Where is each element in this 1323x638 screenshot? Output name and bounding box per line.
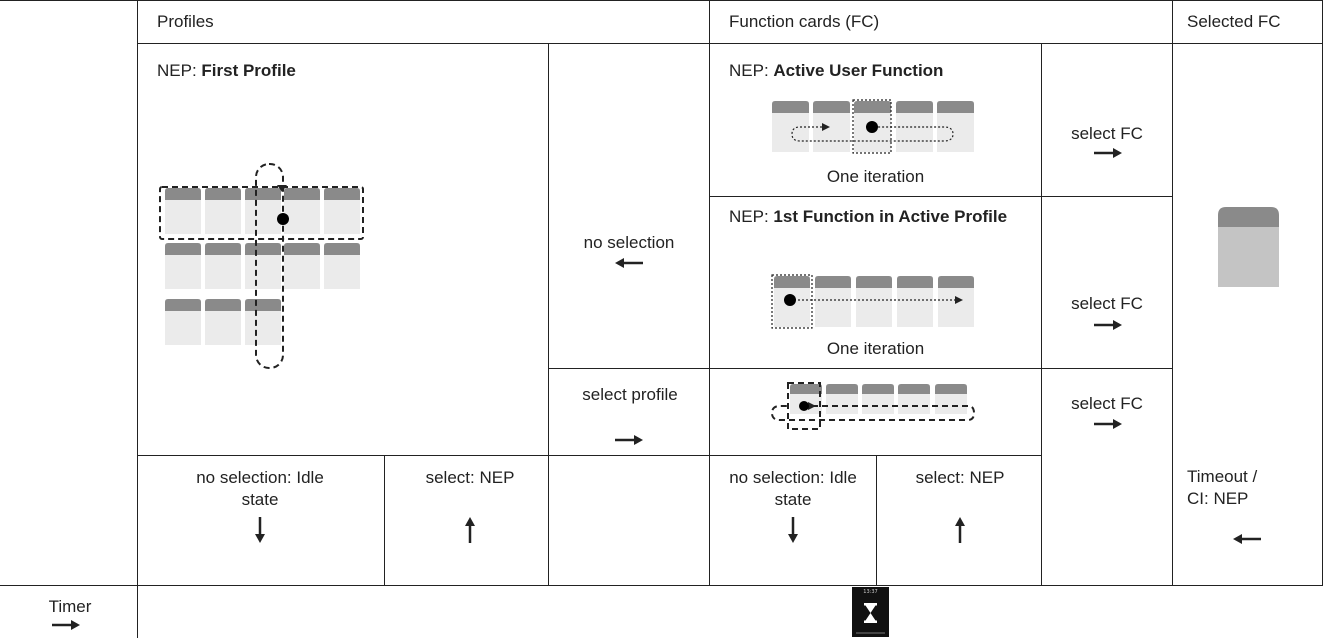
profile-grid [165, 188, 360, 345]
function-card [205, 188, 241, 234]
hourglass-icon [864, 603, 877, 623]
arrow-right-icon [615, 435, 643, 445]
first-profile-title: NEP: First Profile [157, 61, 296, 80]
function-card [813, 101, 850, 152]
profiles-nep-label: select: NEP [425, 468, 515, 487]
header-profiles: Profiles [157, 12, 214, 31]
function-card [245, 243, 281, 289]
active-user-function-caption: One iteration [826, 167, 925, 186]
arrow-right-icon [1094, 148, 1122, 158]
function-card [205, 243, 241, 289]
function-card [938, 276, 974, 327]
timer-label: Timer [48, 597, 92, 616]
function-card [826, 384, 858, 414]
function-card [165, 299, 201, 345]
column-loop [255, 163, 284, 369]
cursor-dot [784, 294, 796, 306]
select-fc-label-1: select FC [1071, 124, 1143, 143]
function-card [245, 299, 281, 345]
function-card [862, 384, 894, 414]
function-card [245, 188, 281, 234]
function-card [205, 299, 241, 345]
row-loop [159, 186, 364, 240]
fc-nep-label: select: NEP [915, 468, 1005, 487]
function-card [284, 188, 320, 234]
arrow-down-icon [255, 517, 265, 543]
function-card [165, 243, 201, 289]
timer-display: 13:37 [863, 589, 878, 595]
function-card [284, 243, 320, 289]
cursor-dot [277, 213, 289, 225]
arrow-up-icon [465, 517, 475, 543]
select-profile-cards [790, 384, 967, 414]
select-profile-label: select profile [582, 385, 678, 404]
timeout-label: Timeout / CI: NEP [1187, 467, 1258, 508]
active-user-function-title: NEP: Active User Function [729, 61, 944, 80]
cursor-dot [866, 121, 878, 133]
first-function-caption: One iteration [826, 339, 925, 358]
select-fc-label-3: select FC [1071, 394, 1143, 413]
timer-device: 13:37 [852, 587, 889, 637]
header-function-cards: Function cards (FC) [729, 12, 880, 31]
function-card [897, 276, 933, 327]
select-fc-label-2: select FC [1071, 294, 1143, 313]
loop-arrow [277, 185, 287, 192]
arrow-up-icon [955, 517, 965, 543]
header-selected-fc: Selected FC [1187, 12, 1281, 31]
arrow-right-icon [1094, 320, 1122, 330]
arrow-right-icon [1094, 419, 1122, 429]
function-card [815, 276, 851, 327]
profiles-idle-label: no selection: Idle state [196, 468, 324, 509]
first-function-cards [774, 276, 974, 327]
cursor-dot [799, 401, 809, 411]
selection-box [771, 274, 813, 329]
arrow-right-icon [52, 620, 80, 630]
function-card [896, 101, 933, 152]
no-selection-label: no selection [583, 233, 675, 252]
arrow-down-icon [788, 517, 798, 543]
arrow-left-icon [1233, 534, 1261, 544]
function-card [772, 101, 809, 152]
function-card [774, 276, 810, 327]
function-card [165, 188, 201, 234]
selection-box [787, 382, 821, 430]
arrow-left-icon [615, 258, 643, 268]
function-card [324, 243, 360, 289]
function-card [324, 188, 360, 234]
function-card [898, 384, 930, 414]
fc-idle-label: no selection: Idle state [729, 468, 857, 509]
iteration-loop [770, 405, 976, 421]
function-card [856, 276, 892, 327]
iteration-loop [791, 126, 954, 142]
function-card [935, 384, 967, 414]
active-user-function-cards [772, 101, 974, 152]
function-card [937, 101, 974, 152]
selected-fc-card [1218, 207, 1279, 287]
first-function-title: NEP: 1st Function in Active Profile [729, 207, 1008, 226]
